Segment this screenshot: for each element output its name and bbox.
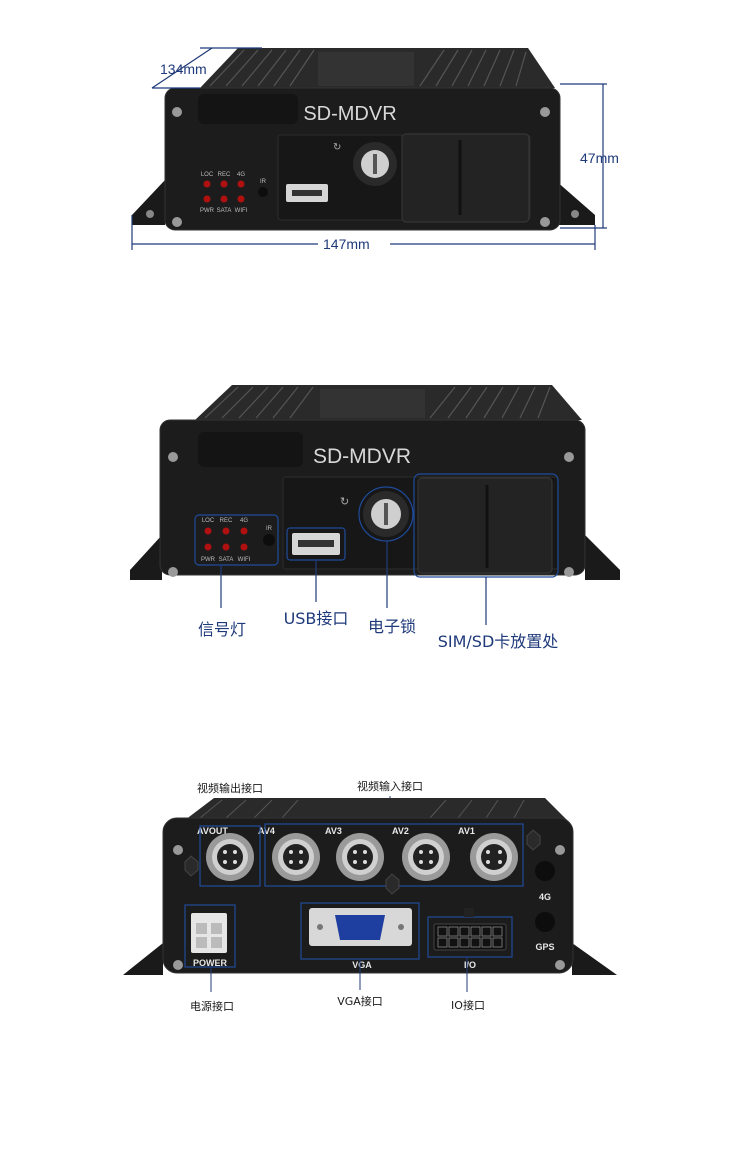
avout-port-label: AVOUT <box>197 826 228 836</box>
svg-text:SATA: SATA <box>217 208 232 214</box>
svg-text:↻: ↻ <box>340 496 349 508</box>
avout-connector <box>206 833 254 881</box>
vga-port-label: VGA <box>352 960 372 970</box>
height-dimension: 47mm <box>580 150 619 166</box>
av4-connector <box>272 833 320 881</box>
vga-label: VGA接口 <box>337 995 383 1008</box>
av1-port-label: AV1 <box>458 826 475 836</box>
video-out-label: 视频输出接口 <box>197 781 263 795</box>
sim-sd-cover <box>417 477 553 574</box>
front-view-callouts: SD-MDVR LOC REC 4G PWR SATA WIFI IR ↻ 信号… <box>0 370 750 670</box>
video-in-label: 视频输入接口 <box>357 779 423 793</box>
av2-port-label: AV2 <box>392 826 409 836</box>
svg-text:↻: ↻ <box>333 142 341 153</box>
led-panel: LOC REC 4G PWR SATA WIFI IR <box>201 518 275 563</box>
av-connectors <box>206 833 518 881</box>
svg-text:IR: IR <box>266 526 273 532</box>
gps-antenna-port <box>535 912 555 932</box>
signal-lights-highlight <box>194 514 279 566</box>
av2-connector <box>402 833 450 881</box>
front-view-callouts-drawing: SD-MDVR LOC REC 4G PWR SATA WIFI IR ↻ 信号… <box>130 385 620 651</box>
depth-dimension: 134mm <box>160 61 207 77</box>
av1-connector <box>470 833 518 881</box>
svg-text:4G: 4G <box>237 172 245 178</box>
rear-view-callouts-drawing: 视频输出接口 视频输入接口 AVOUT AV4 AV3 AV2 AV1 <box>123 779 617 1013</box>
power-highlight <box>184 904 236 968</box>
usb-label: USB接口 <box>284 609 349 628</box>
lock-label: 电子锁 <box>368 617 416 636</box>
front-view-dimensions-drawing: SD-MDVR ↻ LOC REC 4G PWR SATA WIFI IR 13… <box>131 47 619 252</box>
svg-text:4G: 4G <box>240 518 248 524</box>
av4-port-label: AV4 <box>258 826 275 836</box>
power-label: 电源接口 <box>190 999 234 1013</box>
svg-text:SATA: SATA <box>219 557 234 563</box>
svg-text:PWR: PWR <box>200 208 215 214</box>
av3-port-label: AV3 <box>325 826 342 836</box>
left-flange <box>132 180 165 225</box>
width-dimension: 147mm <box>323 236 370 252</box>
led-panel: LOC REC 4G PWR SATA WIFI IR <box>200 172 268 214</box>
svg-text:PWR: PWR <box>201 557 216 563</box>
4g-port-label: 4G <box>539 892 551 902</box>
sim-sd-label: SIM/SD卡放置处 <box>438 632 559 651</box>
power-port-label: POWER <box>193 958 228 968</box>
signal-lights-label: 信号灯 <box>198 620 246 639</box>
svg-text:REC: REC <box>220 518 233 524</box>
right-flange <box>555 180 595 225</box>
svg-text:WIFI: WIFI <box>238 557 251 563</box>
gps-port-label: GPS <box>535 942 554 952</box>
io-port-label: I/O <box>464 960 476 970</box>
av3-connector <box>336 833 384 881</box>
svg-text:LOC: LOC <box>201 172 214 178</box>
svg-text:LOC: LOC <box>202 518 215 524</box>
front-view-dimensions: SD-MDVR ↻ LOC REC 4G PWR SATA WIFI IR 13… <box>0 0 750 290</box>
svg-text:IR: IR <box>260 179 267 185</box>
video-out-highlight <box>199 825 261 887</box>
sim-sd-cover <box>401 133 530 223</box>
io-label: IO接口 <box>451 999 485 1012</box>
rear-view-callouts: 视频输出接口 视频输入接口 AVOUT AV4 AV3 AV2 AV1 <box>0 760 750 1060</box>
svg-text:WIFI: WIFI <box>235 208 248 214</box>
io-port <box>433 923 507 951</box>
brand-label: SD-MDVR <box>313 445 411 468</box>
brand-label: SD-MDVR <box>303 103 396 125</box>
svg-text:REC: REC <box>218 172 231 178</box>
4g-antenna-port <box>535 861 555 881</box>
